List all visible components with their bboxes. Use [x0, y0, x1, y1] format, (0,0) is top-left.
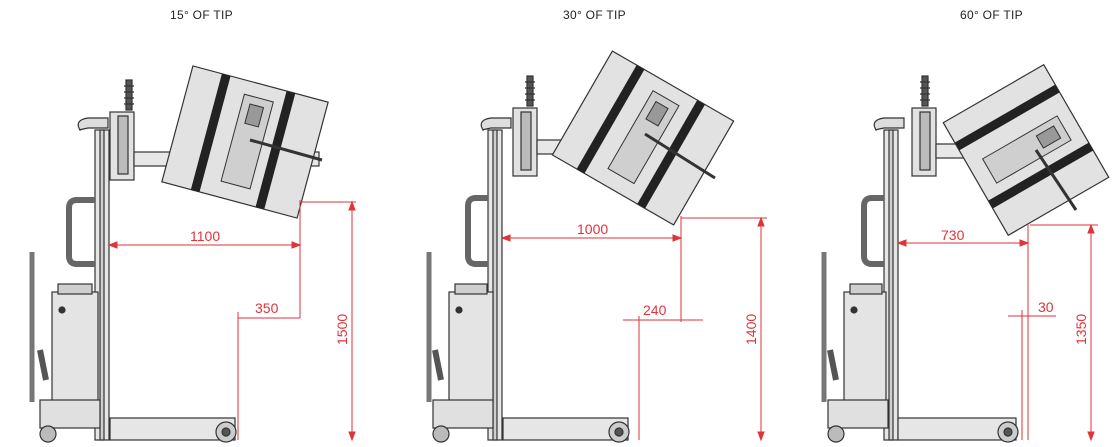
drum: [161, 65, 329, 219]
height-dimension-label: 1500: [334, 314, 350, 345]
reach-dimension-label: 1100: [190, 228, 220, 244]
drum-strap: [249, 138, 323, 162]
reach-dimension-label: 730: [941, 227, 965, 243]
lifter-drawing-15: 1100 350 1500: [29, 65, 356, 443]
lifter-drawing-30: 1000 240 1400: [426, 50, 767, 443]
drum-strap: [644, 132, 716, 180]
offset-dimension-label: 240: [643, 302, 667, 318]
panel-title: 30° OF TIP: [563, 8, 626, 22]
offset-dimension-label: 30: [1038, 299, 1054, 315]
dimension-lines: [107, 200, 356, 442]
panel-60-degree: 60° OF TIP: [746, 0, 1120, 447]
lifter-frame: [426, 75, 688, 443]
lifter-drawing-60: 730 30 1350: [821, 63, 1110, 443]
panel-title: 60° OF TIP: [960, 8, 1023, 22]
dimension-lines: [500, 216, 767, 442]
reach-dimension-label: 1000: [577, 221, 608, 237]
panel-title: 15° OF TIP: [170, 8, 233, 22]
dimension-lines: [896, 223, 1098, 442]
offset-dimension-label: 350: [255, 300, 279, 316]
drum: [551, 50, 735, 226]
drum-strap: [1034, 149, 1078, 211]
drum: [942, 63, 1110, 237]
height-dimension-label: 1400: [743, 314, 759, 345]
lifter-frame: [29, 79, 320, 443]
panel-15-degree: 15° OF TIP: [0, 0, 373, 447]
panel-30-degree: 30° OF TIP: [373, 0, 767, 447]
height-dimension-label: 1350: [1073, 314, 1089, 345]
